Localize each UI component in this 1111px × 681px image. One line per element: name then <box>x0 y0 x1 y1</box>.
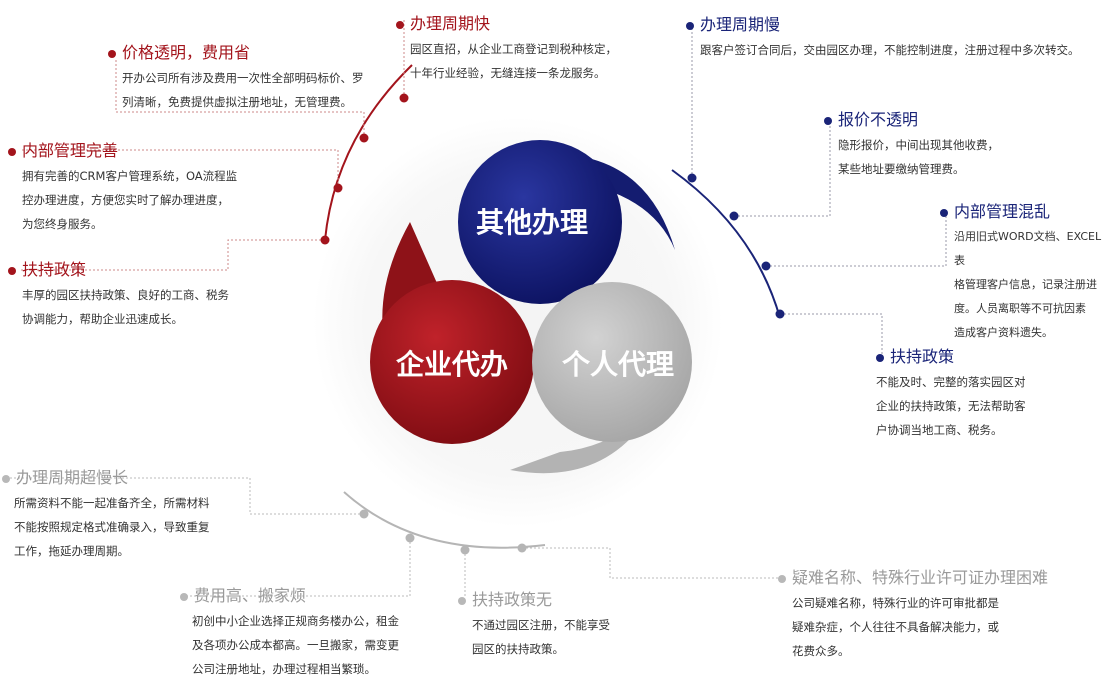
advantage-management: 内部管理完善 拥有完善的CRM客户管理系统，OA流程监 控办理进度，方便您实时了… <box>8 140 258 236</box>
red-arc <box>324 64 413 241</box>
circle-personal <box>532 282 692 442</box>
connector-gray-4 <box>522 547 782 579</box>
other-slow-cycle-title: 办理周期慢 <box>686 14 1106 36</box>
connector-blue-3 <box>766 212 947 267</box>
other-opaque-price-title: 报价不透明 <box>824 109 1024 131</box>
advantage-transparent-price-desc: 开办公司所有涉及费用一次性全部明码标价、罗 列清晰，免费提供虚拟注册地址，无管理… <box>122 71 364 109</box>
advantage-fast-cycle: 办理周期快 园区直招，从企业工商登记到税种核定， 十年行业经验，无缝连接一条龙服… <box>396 13 636 85</box>
dot-red-3 <box>333 183 343 193</box>
advantage-management-desc: 拥有完善的CRM客户管理系统，OA流程监 控办理进度，方便您实时了解办理进度， … <box>22 169 238 231</box>
advantage-policy-title: 扶持政策 <box>8 259 258 281</box>
other-slow-cycle-desc: 跟客户签订合同后，交由园区办理，不能控制进度，注册过程中多次转交。 <box>700 43 1080 57</box>
connector-gray-1 <box>8 477 364 515</box>
advantage-policy-desc: 丰厚的园区扶持政策、良好的工商、税务 协调能力，帮助企业迅速成长。 <box>22 288 229 326</box>
personal-no-policy-title: 扶持政策无 <box>458 589 658 611</box>
other-chaotic-management-desc: 沿用旧式WORD文档、EXCEL表 格管理客户信息，记录注册进 度。人员离职等不… <box>954 230 1102 339</box>
dot-blue-1 <box>687 173 697 183</box>
dot-red-1 <box>399 93 409 103</box>
other-policy-title: 扶持政策 <box>876 346 1076 368</box>
personal-no-policy-desc: 不通过园区注册，不能享受 园区的扶持政策。 <box>472 618 610 656</box>
connector-red-4 <box>20 239 325 271</box>
other-slow-cycle: 办理周期慢 跟客户签订合同后，交由园区办理，不能控制进度，注册过程中多次转交。 <box>686 14 1106 62</box>
circle-personal-label: 个人代理 <box>562 348 674 381</box>
dot-gray-1 <box>359 509 369 519</box>
personal-high-cost-title: 费用高、搬家烦 <box>180 585 440 607</box>
dot-blue-3 <box>761 261 771 271</box>
dot-red-4 <box>320 235 330 245</box>
dot-blue-4 <box>775 309 785 319</box>
personal-difficult-license-desc: 公司疑难名称，特殊行业的许可审批都是 疑难杂症，个人往往不具备解决能力，或 花费… <box>792 596 999 658</box>
connector-blue-4 <box>780 313 883 358</box>
personal-difficult-license: 疑难名称、特殊行业许可证办理困难 公司疑难名称，特殊行业的许可审批都是 疑难杂症… <box>778 567 1108 663</box>
connector-gray-2 <box>186 538 411 597</box>
connector-red-3 <box>20 149 339 188</box>
connector-blue-2 <box>734 120 831 217</box>
personal-no-policy: 扶持政策无 不通过园区注册，不能享受 园区的扶持政策。 <box>458 589 658 661</box>
advantage-transparent-price: 价格透明，费用省 开办公司所有涉及费用一次性全部明码标价、罗 列清晰，免费提供虚… <box>108 42 378 114</box>
circle-enterprise <box>370 280 534 444</box>
blue-arc <box>671 169 781 319</box>
personal-slow-cycle: 办理周期超慢长 所需资料不能一起准备齐全，所需材料 不能按照规定格式准确录入，导… <box>2 467 242 563</box>
dot-gray-2 <box>405 533 415 543</box>
personal-high-cost: 费用高、搬家烦 初创中小企业选择正规商务楼办公，租金 及各项办公成本都高。一旦搬… <box>180 585 440 681</box>
dot-gray-3 <box>460 545 470 555</box>
circle-other-label: 其他办理 <box>476 206 588 239</box>
advantage-policy: 扶持政策 丰厚的园区扶持政策、良好的工商、税务 协调能力，帮助企业迅速成长。 <box>8 259 258 331</box>
dot-gray-4 <box>517 543 527 553</box>
other-policy-desc: 不能及时、完整的落实园区对 企业的扶持政策，无法帮助客 户协调当地工商、税务。 <box>876 375 1026 437</box>
other-opaque-price-desc: 隐形报价，中间出现其他收费， 某些地址要缴纳管理费。 <box>838 138 999 176</box>
advantage-management-title: 内部管理完善 <box>8 140 258 162</box>
dot-red-2 <box>359 133 369 143</box>
personal-high-cost-desc: 初创中小企业选择正规商务楼办公，租金 及各项办公成本都高。一旦搬家，需变更 公司… <box>192 614 399 676</box>
other-chaotic-management: 内部管理混乱 沿用旧式WORD文档、EXCEL表 格管理客户信息，记录注册进 度… <box>940 201 1110 345</box>
circle-other <box>458 140 622 304</box>
connector-red-2 <box>115 58 365 138</box>
gray-arc <box>343 491 546 549</box>
advantage-fast-cycle-title: 办理周期快 <box>396 13 636 35</box>
personal-difficult-license-title: 疑难名称、特殊行业许可证办理困难 <box>778 567 1108 589</box>
other-chaotic-management-title: 内部管理混乱 <box>940 201 1110 223</box>
dot-blue-2 <box>729 211 739 221</box>
other-opaque-price: 报价不透明 隐形报价，中间出现其他收费， 某些地址要缴纳管理费。 <box>824 109 1024 181</box>
personal-slow-cycle-title: 办理周期超慢长 <box>2 467 242 489</box>
advantage-fast-cycle-desc: 园区直招，从企业工商登记到税种核定， 十年行业经验，无缝连接一条龙服务。 <box>410 42 617 80</box>
other-policy: 扶持政策 不能及时、完整的落实园区对 企业的扶持政策，无法帮助客 户协调当地工商… <box>876 346 1076 442</box>
personal-slow-cycle-desc: 所需资料不能一起准备齐全，所需材料 不能按照规定格式准确录入，导致重复 工作，拖… <box>14 496 210 558</box>
advantage-transparent-price-title: 价格透明，费用省 <box>108 42 378 64</box>
circle-enterprise-label: 企业代办 <box>396 348 508 381</box>
